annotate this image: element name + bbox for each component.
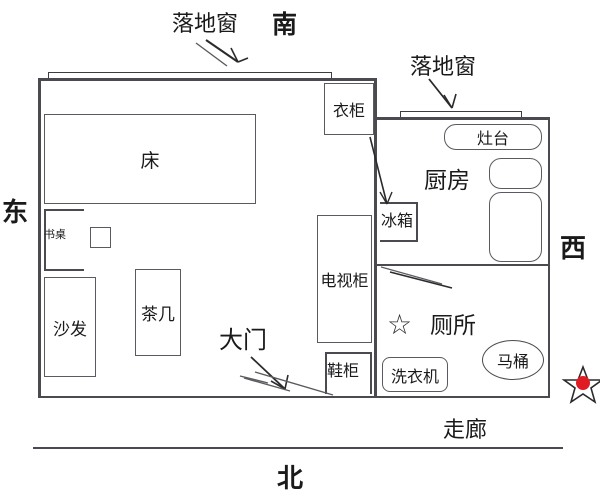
room-label-kitchen: 厨房 — [424, 168, 470, 194]
wall-bottom-living — [38, 395, 378, 398]
label-window-kitchen: 落地窗 — [410, 55, 477, 80]
compass-label-east: 东 — [2, 198, 29, 228]
room-label-bathroom: 厕所 — [430, 313, 476, 339]
furniture-tv-cabinet-label: 电视柜 — [320, 271, 369, 290]
wall-right — [547, 117, 550, 398]
wall-bottom-kitchen — [374, 395, 550, 398]
furniture-tea-table-label: 茶几 — [141, 305, 175, 325]
furniture-toilet: 马桶 — [482, 340, 544, 380]
corridor-boundary-line — [33, 447, 563, 449]
wall-top-bedroom — [38, 78, 376, 81]
wall-left — [38, 78, 41, 398]
furniture-desk-chair — [90, 227, 111, 248]
furniture-desk-label: 书桌 — [44, 228, 66, 241]
furniture-desk — [44, 209, 84, 271]
furniture-bed-label: 床 — [140, 149, 160, 172]
furniture-fridge — [380, 202, 418, 242]
compass-label-north: 北 — [277, 464, 304, 494]
label-corridor: 走廊 — [443, 418, 488, 443]
furniture-washing-machine-label: 洗衣机 — [390, 366, 439, 386]
wall-divider-kitchen-bath — [376, 264, 548, 266]
furniture-tv-cabinet: 电视柜 — [317, 215, 372, 343]
kitchen-counter-unit — [489, 158, 542, 189]
furniture-sofa: 沙发 — [44, 277, 96, 377]
furniture-bed: 床 — [44, 114, 256, 204]
wall-top-kitchen — [374, 117, 550, 120]
furniture-washing-machine: 洗衣机 — [382, 357, 448, 392]
star-filled-icon — [561, 364, 600, 404]
star-outline-icon: ☆ — [387, 308, 413, 341]
furniture-shoe-cabinet-label: 鞋柜 — [327, 361, 360, 380]
compass-label-south: 南 — [272, 10, 298, 39]
furniture-stove: 灶台 — [444, 124, 542, 150]
furniture-sofa-label: 沙发 — [53, 319, 87, 340]
furniture-fridge-label: 冰箱 — [381, 211, 414, 230]
label-main-door: 大门 — [219, 326, 267, 354]
kitchen-sink-unit — [489, 192, 542, 262]
label-window-south: 落地窗 — [172, 12, 239, 37]
compass-label-west: 西 — [560, 234, 587, 264]
wall-divider-bedroom — [374, 78, 377, 398]
furniture-stove-label: 灶台 — [476, 129, 509, 148]
furniture-tea-table: 茶几 — [135, 269, 181, 356]
furniture-wardrobe-label: 衣柜 — [332, 101, 365, 120]
furniture-toilet-label: 马桶 — [496, 352, 529, 371]
furniture-wardrobe: 衣柜 — [324, 83, 374, 135]
